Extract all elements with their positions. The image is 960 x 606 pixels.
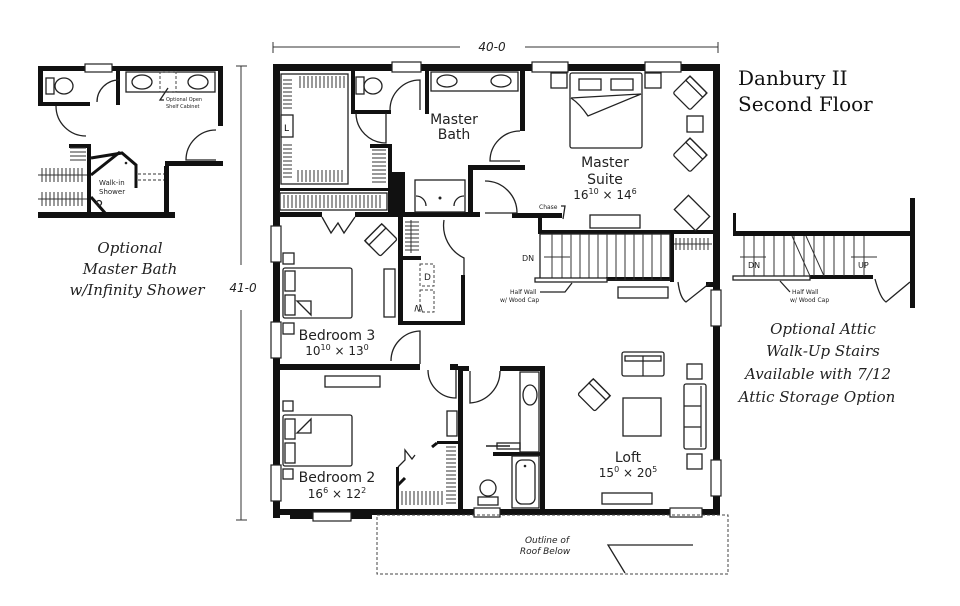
optional-attic-note: Optional Attic (770, 320, 876, 338)
optional-attic-note: Walk-Up Stairs (766, 342, 880, 360)
door-swing-icon (389, 79, 421, 111)
bed-icon (282, 267, 353, 319)
width-dimension: 40-0 (272, 40, 719, 54)
room-name: Bath (438, 127, 471, 143)
window (669, 507, 703, 518)
room-size: 166 × 122 (308, 486, 366, 501)
shower-label: Walk-in (99, 179, 125, 187)
optional-master-bath-inset: Optional Open Shelf Cabinet Walk-in Show… (38, 63, 223, 218)
interior-walls (280, 71, 713, 511)
room-name: Loft (615, 450, 642, 466)
sink-icon (490, 74, 512, 88)
room-name: Master (581, 155, 629, 171)
toilet-icon (479, 479, 497, 497)
half-wall-label: Half Wall (510, 289, 537, 296)
tub-icon (511, 455, 540, 509)
coffee-table-icon (622, 397, 662, 437)
bedroom-2: Bedroom 2 166 × 122 (282, 369, 458, 505)
roof-label: Outline of (525, 536, 571, 546)
room-size: 150 × 205 (599, 465, 657, 480)
roof-label: Roof Below (520, 547, 571, 557)
room-name: Bedroom 2 (299, 470, 376, 486)
half-wall (534, 277, 608, 283)
armchair-icon (363, 222, 398, 257)
toilet-icon (54, 77, 74, 95)
door-swing-icon (355, 112, 387, 144)
shelf-label: Shelf Cabinet (166, 104, 200, 110)
window (531, 61, 569, 73)
chase-label: Chase (539, 204, 558, 211)
bedroom-3: D W Bedroom 3 1010 × 130 (282, 216, 465, 364)
master-closet: L (279, 73, 388, 211)
armchair-icon (577, 377, 612, 412)
room-name: Suite (587, 172, 623, 188)
sink-icon (187, 74, 209, 90)
window (710, 289, 722, 327)
shelf-cabinet (159, 71, 177, 93)
master-suite: Chase Master Suite 1610 × 146 (484, 72, 711, 232)
stairs-up-label: UP (858, 261, 869, 270)
window (473, 507, 501, 518)
sofa-icon (683, 383, 707, 450)
shelf-label: Optional Open (166, 97, 202, 103)
window (270, 464, 282, 502)
washer-label: W (414, 302, 423, 312)
half-wall-label: w/ Wood Cap (790, 297, 829, 304)
stairs-down-label: DN (748, 261, 760, 270)
half-wall-label: w/ Wood Cap (500, 297, 539, 304)
window (270, 321, 282, 359)
window (644, 61, 682, 73)
window (710, 459, 722, 497)
room-size: 1010 × 130 (305, 343, 369, 358)
stairs: DN Half Wall w/ Wood Cap (500, 233, 712, 304)
roof-outline: Outline of Roof Below (376, 514, 729, 575)
depth-dimension: 41-0 (229, 65, 257, 521)
armchair-icon (673, 75, 708, 110)
bed-icon (569, 72, 643, 149)
plan-subtitle: Second Floor (738, 92, 873, 116)
sink-icon (522, 384, 538, 406)
optional-bath-note: Master Bath (82, 260, 178, 278)
sink-icon (436, 74, 458, 88)
window (391, 61, 422, 73)
optional-attic-note: Available with 7/12 (743, 365, 891, 383)
width-label: 40-0 (478, 40, 506, 54)
room-name: Master (430, 112, 478, 128)
optional-bath-note: w/Infinity Shower (69, 281, 205, 299)
room-name: Bedroom 3 (299, 328, 376, 344)
loft: Loft 150 × 205 (577, 351, 707, 505)
room-size: 1610 × 146 (573, 187, 637, 202)
optional-attic-stairs-inset: DN UP Half Wall w/ Wood Cap (732, 198, 915, 308)
window (270, 225, 282, 263)
optional-bath-note: Optional (97, 239, 162, 257)
tub-icon (414, 179, 466, 213)
optional-attic-note: Attic Storage Option (737, 388, 896, 406)
armchair-icon (673, 137, 708, 172)
hall-bath (469, 370, 540, 509)
exterior-walls (273, 64, 720, 519)
bed-icon (282, 414, 353, 467)
half-wall-label: Half Wall (792, 289, 819, 296)
depth-label: 41-0 (229, 281, 257, 295)
plan-title: Danbury II (738, 66, 848, 90)
bifold-door-icon (321, 216, 356, 235)
linen-label: L (284, 124, 289, 134)
table-icon (673, 194, 711, 232)
shower-label: Shower (99, 188, 125, 196)
dryer-label: D (424, 273, 431, 283)
toilet-icon (363, 77, 383, 95)
master-bath: Master Bath (355, 71, 521, 213)
stairs-down-label: DN (522, 254, 534, 263)
sink-icon (131, 74, 153, 90)
window (312, 511, 352, 522)
